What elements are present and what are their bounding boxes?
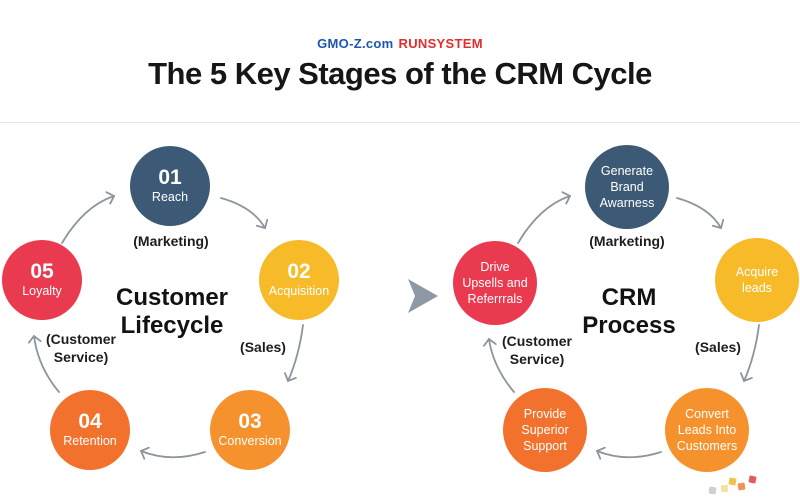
stage-number: 02 xyxy=(287,260,311,284)
confetti-square xyxy=(748,475,757,484)
stage-node-loyalty: 05 Loyalty xyxy=(2,240,82,320)
stage-label: Acquisition xyxy=(268,284,330,299)
stage-number: 04 xyxy=(78,410,102,434)
annotation-sales-left: (Sales) xyxy=(240,339,286,355)
annotation-marketing-right: (Marketing) xyxy=(589,233,665,249)
stage-number: 05 xyxy=(30,260,54,284)
confetti-square xyxy=(737,482,746,491)
stage-label: Retention xyxy=(63,434,117,449)
crm-node-label: Convert Leads Into Customers xyxy=(676,406,738,454)
arrow-upsells-to-awareness xyxy=(517,191,572,244)
stage-node-retention: 04 Retention xyxy=(50,390,130,470)
stage-number: 01 xyxy=(158,166,182,190)
arrow-reach-to-acquisition xyxy=(220,197,269,230)
confetti-square xyxy=(708,486,717,495)
annotation-customer-service-right: (Customer Service) xyxy=(501,333,572,367)
brand-logo: GMO-Z.com RUNSYSTEM xyxy=(0,36,800,51)
left-diagram-title: Customer Lifecycle xyxy=(115,284,229,339)
stage-node-conversion: 03 Conversion xyxy=(210,390,290,470)
page-title: The 5 Key Stages of the CRM Cycle xyxy=(148,56,652,91)
crm-node-label: Provide Superior Support xyxy=(521,406,569,454)
annotation-customer-service-left: (Customer Service) xyxy=(45,331,116,365)
crm-node-convert-leads: Convert Leads Into Customers xyxy=(665,388,749,472)
crm-node-provide-support: Provide Superior Support xyxy=(503,388,587,472)
annotation-marketing-left: (Marketing) xyxy=(133,233,209,249)
arrow-convert-to-support xyxy=(595,446,662,460)
stage-node-acquisition: 02 Acquisition xyxy=(259,240,339,320)
arrow-conversion-to-retention xyxy=(139,446,206,460)
stage-label: Reach xyxy=(151,190,189,205)
stage-node-reach: 01 Reach xyxy=(130,146,210,226)
arrow-awareness-to-leads xyxy=(676,197,725,230)
crm-node-label: Generate Brand Awarness xyxy=(599,163,655,211)
arrow-loyalty-to-reach xyxy=(61,191,116,244)
stage-label: Loyalty xyxy=(22,284,62,299)
stage-label: Conversion xyxy=(218,434,282,449)
crm-node-generate-brand-awareness: Generate Brand Awarness xyxy=(585,145,669,229)
brand-logo-secondary: RUNSYSTEM xyxy=(398,36,483,51)
header-divider xyxy=(0,122,800,123)
annotation-sales-right: (Sales) xyxy=(695,339,741,355)
confetti-square xyxy=(728,477,737,486)
confetti-square xyxy=(720,484,729,493)
center-transition-arrow-head xyxy=(408,279,438,313)
crm-node-drive-upsells: Drive Upsells and Referrrals xyxy=(453,241,537,325)
stage-number: 03 xyxy=(238,410,262,434)
crm-node-label: Acquire leads xyxy=(735,264,779,295)
crm-node-label: Drive Upsells and Referrrals xyxy=(462,259,528,307)
crm-node-acquire-leads: Acquire leads xyxy=(715,238,799,322)
brand-logo-primary: GMO-Z.com xyxy=(317,36,394,51)
right-diagram-title: CRM Process xyxy=(582,284,676,339)
